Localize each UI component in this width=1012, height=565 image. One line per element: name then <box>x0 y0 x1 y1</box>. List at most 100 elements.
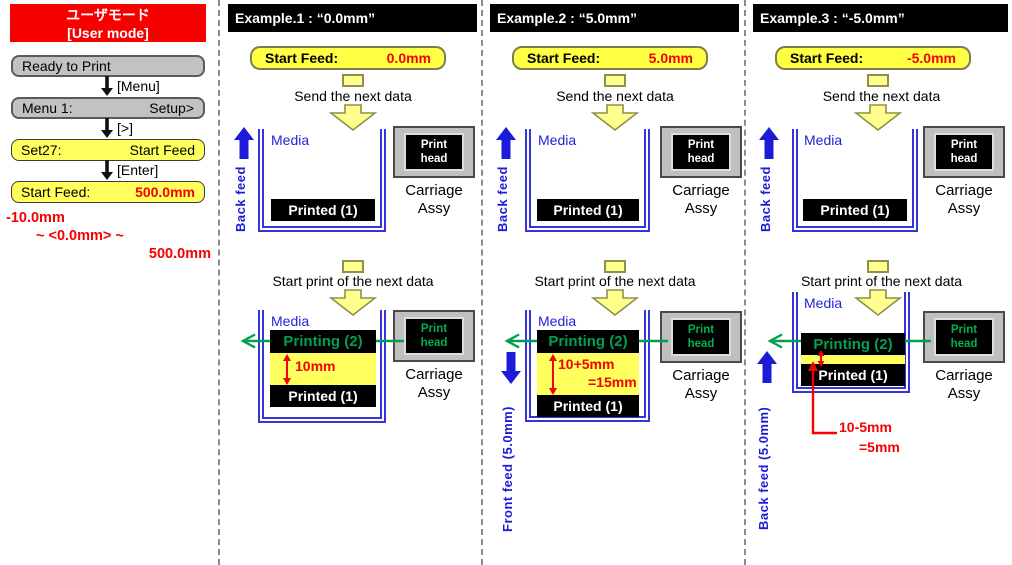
example-3-start-feed-box: Start Feed: -5.0mm <box>775 46 971 70</box>
carriage-assy-box: Print head <box>660 126 742 178</box>
carriage-assy-label: Carriage Assy <box>672 182 730 217</box>
example-2-title: Example.2 : “5.0mm” <box>490 4 739 32</box>
flow-arrow-shaft-icon <box>604 74 626 87</box>
start-feed-label: Start Feed: <box>21 184 91 200</box>
back-feed-label: Back feed (5.0mm) <box>756 406 771 530</box>
flow-arrow-head-icon <box>592 104 638 131</box>
print-head-box: Print head <box>934 133 994 171</box>
print-head-box: Print head <box>404 317 464 355</box>
back-feed-arrow-icon <box>757 351 777 383</box>
carriage-assy-label: Carriage Assy <box>405 182 463 217</box>
lcd-menu1: Menu 1: Setup> <box>11 97 205 119</box>
column-divider <box>218 0 220 565</box>
carriage-assy-label: Carriage Assy <box>935 367 993 402</box>
key-enter-label: [Enter] <box>117 162 159 178</box>
column-divider <box>744 0 746 565</box>
carriage-assy-label: Carriage Assy <box>405 366 463 401</box>
print-head-line1: Print <box>420 138 448 151</box>
measure-pointer-icon <box>808 361 837 435</box>
user-mode-title-en: [User mode] <box>67 25 149 42</box>
back-feed-arrow-icon <box>759 127 779 159</box>
example-2-panel: Example.2 : “5.0mm” Start Feed: 5.0mm Se… <box>490 0 742 565</box>
front-feed-arrow-icon <box>501 352 521 384</box>
flow-arrow-head-icon <box>855 289 901 316</box>
print-head-box: Print head <box>934 318 994 356</box>
start-feed-label: Start Feed: <box>790 50 864 66</box>
send-next-data-label: Send the next data <box>294 88 412 104</box>
flow-arrow-head-icon <box>330 104 376 131</box>
front-feed-label: Front feed (5.0mm) <box>500 406 515 533</box>
carriage-assy-box: Print head <box>660 311 742 363</box>
set27-left: Set27: <box>21 142 62 158</box>
lcd-start-feed: Start Feed: 500.0mm <box>11 181 205 203</box>
flow-arrow-head-icon <box>592 289 638 316</box>
printed-1-box: Printed (1) <box>537 395 639 417</box>
start-print-label: Start print of the next data <box>534 273 696 289</box>
range-max: 500.0mm <box>148 246 211 262</box>
down-arrow-icon <box>101 118 113 138</box>
printing-2-box: Printing (2) <box>801 333 905 355</box>
measure-value-line2: =15mm <box>588 374 637 390</box>
carriage-assy-box: Print head <box>923 126 1005 178</box>
measure-value-line2: =5mm <box>859 439 900 455</box>
flow-arrow-shaft-icon <box>342 260 364 273</box>
carriage-assy-box: Print head <box>923 311 1005 363</box>
send-next-data-label: Send the next data <box>556 88 674 104</box>
ready-text: Ready to Print <box>22 58 111 74</box>
user-mode-header: ユーザモード [User mode] <box>10 4 206 42</box>
send-next-data-label: Send the next data <box>822 88 941 104</box>
print-head-line2: head <box>420 153 448 165</box>
back-feed-label: Back feed <box>758 166 773 232</box>
carriage-assy-box: Print head <box>393 310 475 362</box>
back-feed-label: Back feed <box>233 166 248 232</box>
down-arrow-icon <box>101 76 113 96</box>
carriage-assy-label: Carriage Assy <box>672 367 730 402</box>
example-1-panel: Example.1 : “0.0mm” Start Feed: 0.0mm Se… <box>228 0 478 565</box>
media-label: Media <box>271 313 310 329</box>
printed-1-box: Printed (1) <box>803 199 907 221</box>
carriage-assy-box: Print head <box>393 126 475 178</box>
measure-arrow-icon <box>283 354 291 385</box>
flow-arrow-head-icon <box>855 104 901 131</box>
start-feed-value: -5.0mm <box>906 50 956 66</box>
feed-gap-strip <box>801 355 905 364</box>
print-head-box: Print head <box>404 133 464 171</box>
back-feed-label: Back feed <box>495 166 510 232</box>
measure-arrow-icon <box>549 354 557 395</box>
start-feed-label: Start Feed: <box>527 50 601 66</box>
measure-value-line1: 10-5mm <box>839 419 892 435</box>
start-print-label: Start print of the next data <box>272 273 434 289</box>
measure-value-line1: 10+5mm <box>558 356 615 372</box>
start-feed-value: 500.0mm <box>135 184 195 200</box>
set27-right: Start Feed <box>129 142 195 158</box>
print-head-box: Print head <box>671 133 731 171</box>
measure-arrow-icon <box>817 350 825 367</box>
start-print-label: Start print of the next data <box>800 273 963 289</box>
flow-arrow-head-icon <box>330 289 376 316</box>
range-min: -10.0mm <box>6 210 65 226</box>
carriage-assy-label: Carriage Assy <box>935 182 993 217</box>
printed-1-box: Printed (1) <box>271 199 375 221</box>
flow-arrow-shaft-icon <box>867 74 889 87</box>
flow-arrow-shaft-icon <box>604 260 626 273</box>
lcd-set27: Set27: Start Feed <box>11 139 205 161</box>
media-label: Media <box>538 132 577 148</box>
key-menu-label: [Menu] <box>117 78 160 94</box>
media-label: Media <box>271 132 310 148</box>
printing-2-box: Printing (2) <box>270 330 376 353</box>
printed-1-box: Printed (1) <box>801 364 905 386</box>
media-label: Media <box>804 295 843 311</box>
example-2-start-feed-box: Start Feed: 5.0mm <box>512 46 708 70</box>
example-3-title: Example.3 : “-5.0mm” <box>753 4 1008 32</box>
range-default: ~ <0.0mm> ~ <box>36 228 124 244</box>
lcd-ready-to-print: Ready to Print <box>11 55 205 77</box>
print-head-box: Print head <box>671 318 731 356</box>
back-feed-arrow-icon <box>234 127 254 159</box>
example-1-title: Example.1 : “0.0mm” <box>228 4 477 32</box>
measure-value: 10mm <box>295 358 336 374</box>
menu1-right: Setup> <box>149 100 194 116</box>
printed-1-box: Printed (1) <box>537 199 639 221</box>
example-3-panel: Example.3 : “-5.0mm” Start Feed: -5.0mm … <box>753 0 1010 565</box>
down-arrow-icon <box>101 160 113 180</box>
